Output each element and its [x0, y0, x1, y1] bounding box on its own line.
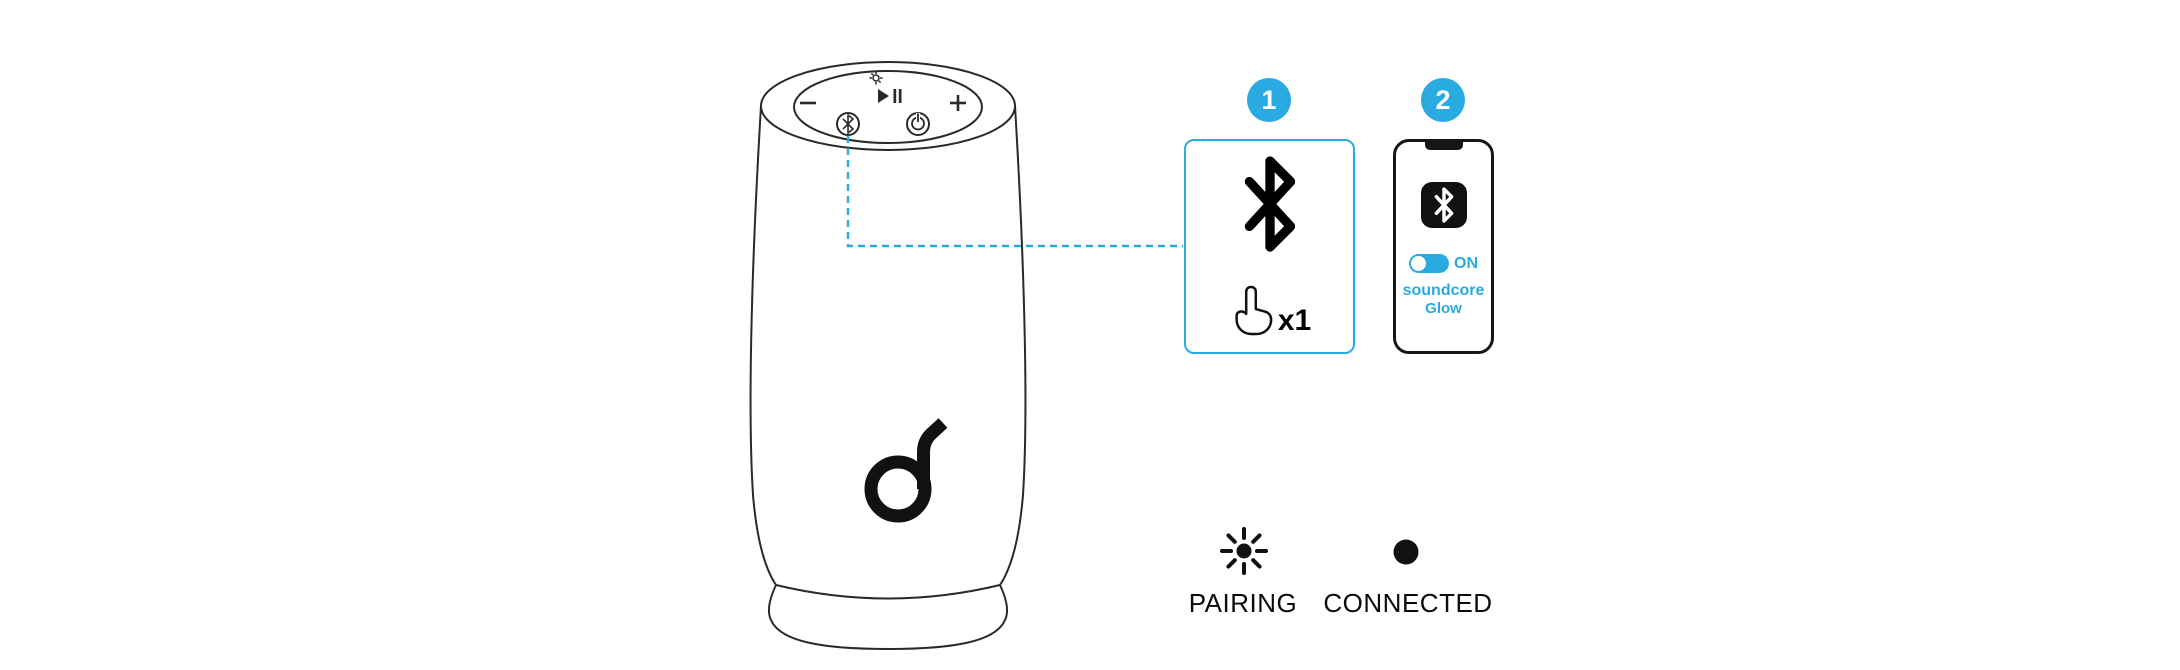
power-button-icon — [906, 112, 930, 136]
bluetooth-toggle-row: ON — [1396, 254, 1491, 273]
blinking-indicator-icon — [1220, 527, 1268, 575]
volume-up-icon — [950, 95, 966, 111]
light-button-icon — [869, 71, 883, 85]
tap-hand-icon — [1235, 285, 1273, 336]
play-pause-icon — [878, 89, 902, 103]
solid-indicator-icon — [1393, 539, 1419, 565]
soundcore-logo — [864, 418, 948, 523]
step-2-phone: ON soundcore Glow — [1393, 139, 1494, 354]
bluetooth-glyph — [1434, 187, 1453, 223]
speaker-base-seam — [775, 584, 1001, 600]
app-name-label: soundcore — [1402, 282, 1485, 299]
callout-connector-line — [846, 136, 1183, 248]
bluetooth-app-icon — [1420, 182, 1467, 228]
speaker-control-ring — [793, 70, 983, 144]
bluetooth-toggle — [1409, 254, 1449, 273]
model-name-label: Glow — [1425, 300, 1462, 317]
step-1-badge: 1 — [1247, 78, 1291, 122]
bluetooth-icon — [1244, 156, 1295, 252]
speaker-top-face — [760, 61, 1016, 151]
step-2-badge: 2 — [1421, 78, 1465, 122]
speaker-body — [749, 105, 1027, 651]
step-1-panel: x1 — [1184, 139, 1355, 354]
bluetooth-button-icon — [836, 112, 860, 136]
tap-count-label: x1 — [1277, 304, 1312, 337]
toggle-knob — [1411, 256, 1426, 271]
device-name-block: soundcore Glow — [1396, 282, 1491, 318]
connected-label: CONNECTED — [1323, 588, 1493, 618]
tap-instruction: x1 — [1186, 284, 1353, 338]
pairing-label: PAIRING — [1188, 588, 1298, 618]
speaker-illustration — [749, 61, 1027, 651]
toggle-state-label: ON — [1454, 255, 1478, 272]
phone-notch — [1424, 142, 1463, 150]
